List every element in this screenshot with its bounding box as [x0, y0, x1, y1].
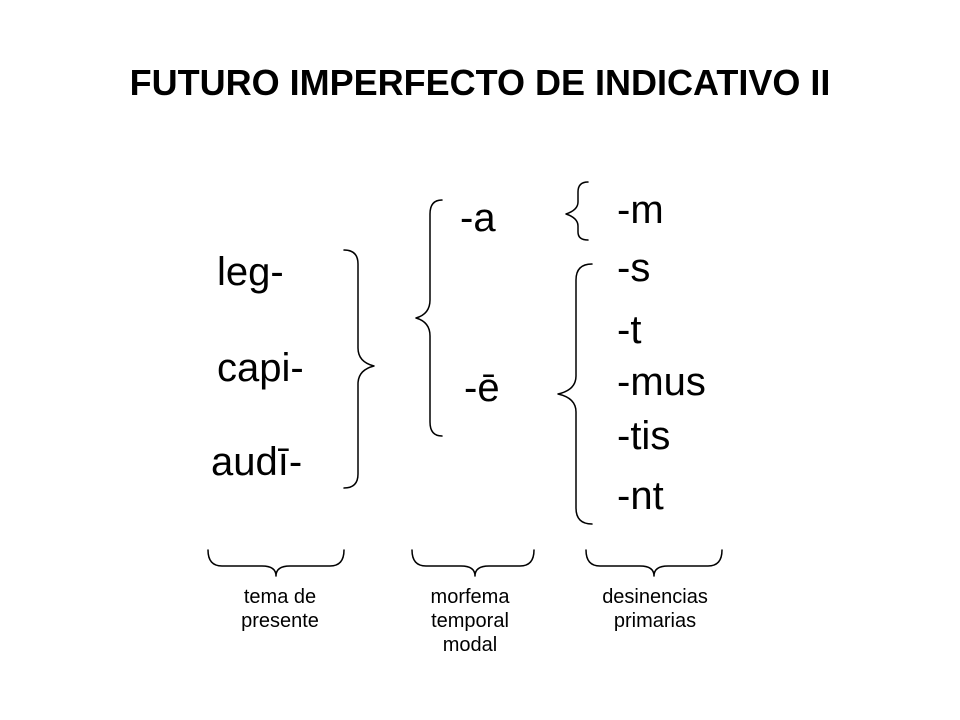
caption-modal: morfema temporal modal [370, 585, 570, 657]
stem-audi: audī- [211, 440, 303, 484]
endings-left-brace [557, 263, 593, 525]
ending-m: -m [617, 188, 664, 232]
ending-nt: -nt [617, 474, 664, 518]
ending-tis: -tis [617, 414, 671, 458]
first-person-left-brace [565, 181, 589, 241]
caption-endings: desinencias primarias [555, 585, 755, 633]
modal-left-brace [415, 199, 443, 437]
stem-capi: capi- [217, 346, 304, 390]
modal-underbrace [411, 549, 535, 577]
modal-morpheme-a: -a [460, 196, 496, 240]
endings-underbrace [585, 549, 723, 577]
stem-leg: leg- [217, 250, 284, 294]
caption-modal-line-3: modal [442, 634, 498, 656]
caption-stem-line-1: tema de [243, 586, 317, 608]
ending-mus: -mus [617, 360, 706, 404]
caption-endings-line-2: primarias [613, 610, 697, 632]
slide-title: FUTURO IMPERFECTO DE INDICATIVO II [129, 62, 831, 103]
modal-morpheme-e: -ē [464, 366, 500, 410]
caption-endings-line-1: desinencias [602, 586, 708, 608]
caption-stem-line-2: presente [241, 610, 319, 632]
ending-s: -s [617, 246, 651, 290]
stem-underbrace [207, 549, 345, 577]
ending-t: -t [617, 308, 642, 352]
caption-modal-line-1: morfema [430, 586, 510, 608]
stems-right-brace [343, 249, 375, 489]
caption-modal-line-2: temporal [431, 610, 509, 632]
caption-stem: tema de presente [180, 585, 380, 633]
